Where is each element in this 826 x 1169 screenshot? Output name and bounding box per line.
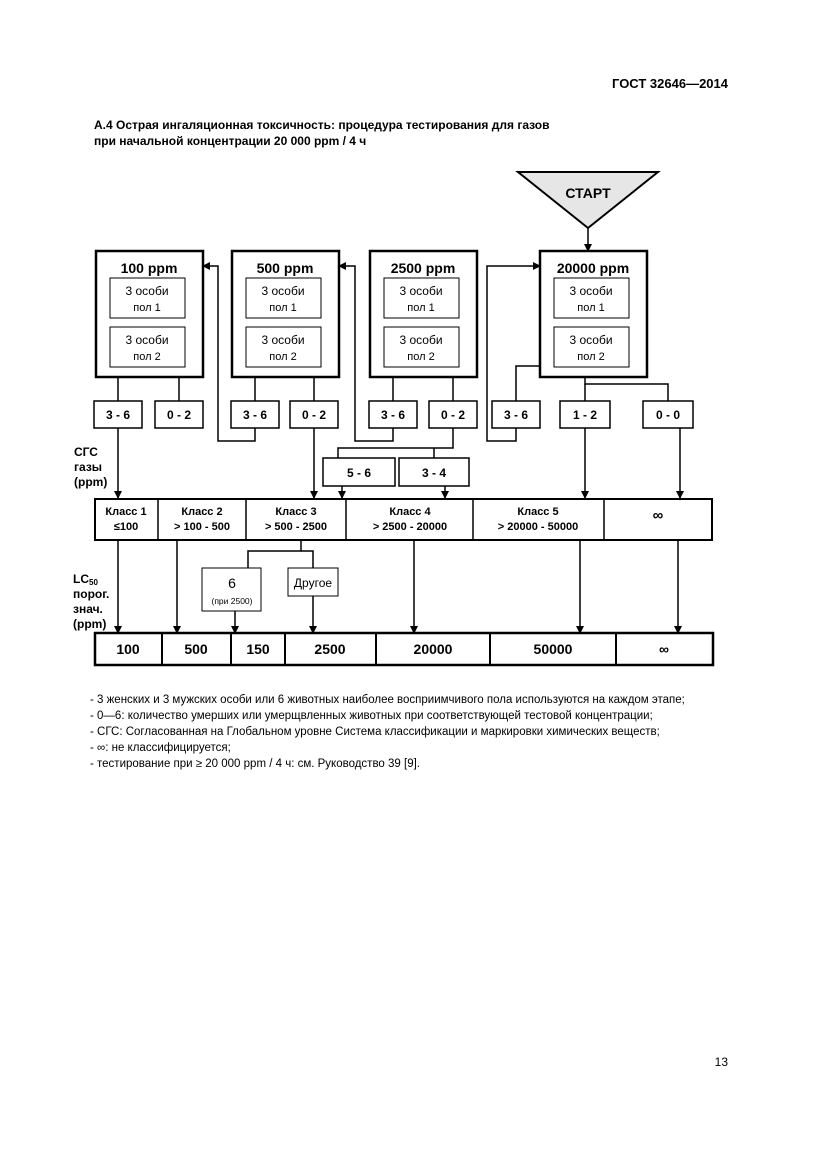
group-sex: пол 1 xyxy=(133,302,160,314)
concentration-label: 20000 ppm xyxy=(557,260,629,276)
lc50-label-line: порог. xyxy=(73,587,109,601)
group-count: 3 особи xyxy=(569,284,612,298)
footnotes: - 3 женских и 3 мужских особи или 6 живо… xyxy=(90,692,750,772)
ghs-gases-label: СГС газы (ppm) xyxy=(74,445,107,489)
footnote: - 3 женских и 3 мужских особи или 6 живо… xyxy=(90,694,685,706)
group-sex: пол 1 xyxy=(577,302,604,314)
ghs-label-line: (ppm) xyxy=(74,475,107,489)
outcome-label: 0 - 0 xyxy=(656,408,680,422)
test-procedure-flowchart: СТАРТ 100 ppm 3 особи пол 1 3 особи пол … xyxy=(73,171,715,667)
lc50-label-line: (ppm) xyxy=(73,617,106,631)
concentration-label: 500 ppm xyxy=(257,260,314,276)
group-sex: пол 1 xyxy=(407,302,434,314)
class-name: Класс 2 xyxy=(181,506,222,518)
class-range: > 100 - 500 xyxy=(174,521,230,533)
cutoff-value: 150 xyxy=(246,641,270,657)
class-range: > 20000 - 50000 xyxy=(498,521,578,533)
footnote: - 0—6: количество умерших или умерщвленн… xyxy=(90,710,653,722)
concentration-box-20000: 20000 ppm 3 особи пол 1 3 особи пол 2 xyxy=(538,249,649,379)
outcome-label: 3 - 6 xyxy=(243,408,267,422)
group-count: 3 особи xyxy=(261,333,304,347)
lc50-label-line: LC50 xyxy=(73,572,98,587)
cutoff-value: 20000 xyxy=(414,641,453,657)
group-count: 3 особи xyxy=(569,333,612,347)
group-count: 3 особи xyxy=(261,284,304,298)
outcome-label: 3 - 6 xyxy=(106,408,130,422)
outcome-label: 0 - 2 xyxy=(302,408,326,422)
cutoff-value: 50000 xyxy=(534,641,573,657)
option-six: 6 xyxy=(228,575,236,591)
class-name: Класс 3 xyxy=(275,506,316,518)
cutoff-value: 2500 xyxy=(314,641,345,657)
cutoff-value: 500 xyxy=(184,641,208,657)
lc50-subscript: 50 xyxy=(89,578,98,587)
outcome-label: 3 - 6 xyxy=(504,408,528,422)
group-sex: пол 2 xyxy=(269,351,296,363)
ghs-label-line: газы xyxy=(74,460,102,474)
class3-options: 6 (при 2500) Другое xyxy=(201,567,339,612)
group-sex: пол 2 xyxy=(407,351,434,363)
section-title: А.4 Острая ингаляционная токсичность: пр… xyxy=(94,117,714,149)
group-count: 3 особи xyxy=(399,284,442,298)
class-range: ≤100 xyxy=(114,521,138,533)
group-count: 3 особи xyxy=(125,333,168,347)
section-title-line-2: при начальной концентрации 20 000 ppm / … xyxy=(94,134,367,148)
lc50-label: LC50 порог. знач. (ppm) xyxy=(73,572,109,631)
class-name: ∞ xyxy=(653,507,664,524)
group-sex: пол 2 xyxy=(577,351,604,363)
cutoff-value: 100 xyxy=(116,641,140,657)
start-label: СТАРТ xyxy=(565,185,611,201)
class-name: Класс 1 xyxy=(105,506,146,518)
group-sex: пол 1 xyxy=(269,302,296,314)
concentration-box-100: 100 ppm 3 особи пол 1 3 особи пол 2 xyxy=(94,249,205,379)
class-row: Класс 1 ≤100 Класс 2 > 100 - 500 Класс 3… xyxy=(94,498,713,541)
outcome-label: 1 - 2 xyxy=(573,408,597,422)
outcome-label: 0 - 2 xyxy=(441,408,465,422)
group-count: 3 особи xyxy=(125,284,168,298)
sub-outcome-label: 5 - 6 xyxy=(347,466,371,480)
cutoff-row: 100 500 150 2500 20000 50000 ∞ xyxy=(93,631,715,667)
option-six-note: (при 2500) xyxy=(211,596,252,606)
lc50-label-line: знач. xyxy=(73,602,103,616)
concentration-label: 100 ppm xyxy=(121,260,178,276)
concentration-box-2500: 2500 ppm 3 особи пол 1 3 особи пол 2 xyxy=(368,249,479,379)
sub-outcome-label: 3 - 4 xyxy=(422,466,446,480)
outcome-label: 3 - 6 xyxy=(381,408,405,422)
cutoff-value: ∞ xyxy=(659,641,669,657)
standard-number: ГОСТ 32646—2014 xyxy=(612,76,728,91)
outcome-label: 0 - 2 xyxy=(167,408,191,422)
group-sex: пол 2 xyxy=(133,351,160,363)
section-title-line-1: А.4 Острая ингаляционная токсичность: пр… xyxy=(94,118,550,132)
footnote: - тестирование при ≥ 20 000 ppm / 4 ч: с… xyxy=(90,758,420,770)
class-name: Класс 4 xyxy=(389,506,431,518)
ghs-label-line: СГС xyxy=(74,445,98,459)
footnote: - ∞: не классифицируется; xyxy=(90,742,231,754)
group-count: 3 особи xyxy=(399,333,442,347)
start-node: СТАРТ xyxy=(515,171,661,230)
outcome-boxes: 3 - 6 0 - 2 3 - 6 0 - 2 3 - 6 0 - 2 3 - … xyxy=(93,400,694,487)
footnote: - СГС: Согласованная на Глобальном уровн… xyxy=(90,726,660,738)
class-range: > 500 - 2500 xyxy=(265,521,327,533)
concentration-label: 2500 ppm xyxy=(391,260,456,276)
lc50-symbol: LC xyxy=(73,572,89,586)
page-number: 13 xyxy=(714,1055,728,1069)
class-range: > 2500 - 20000 xyxy=(373,521,447,533)
option-other: Другое xyxy=(294,576,332,590)
concentration-box-500: 500 ppm 3 особи пол 1 3 особи пол 2 xyxy=(230,249,341,379)
connectors xyxy=(114,228,684,634)
class-name: Класс 5 xyxy=(517,506,558,518)
